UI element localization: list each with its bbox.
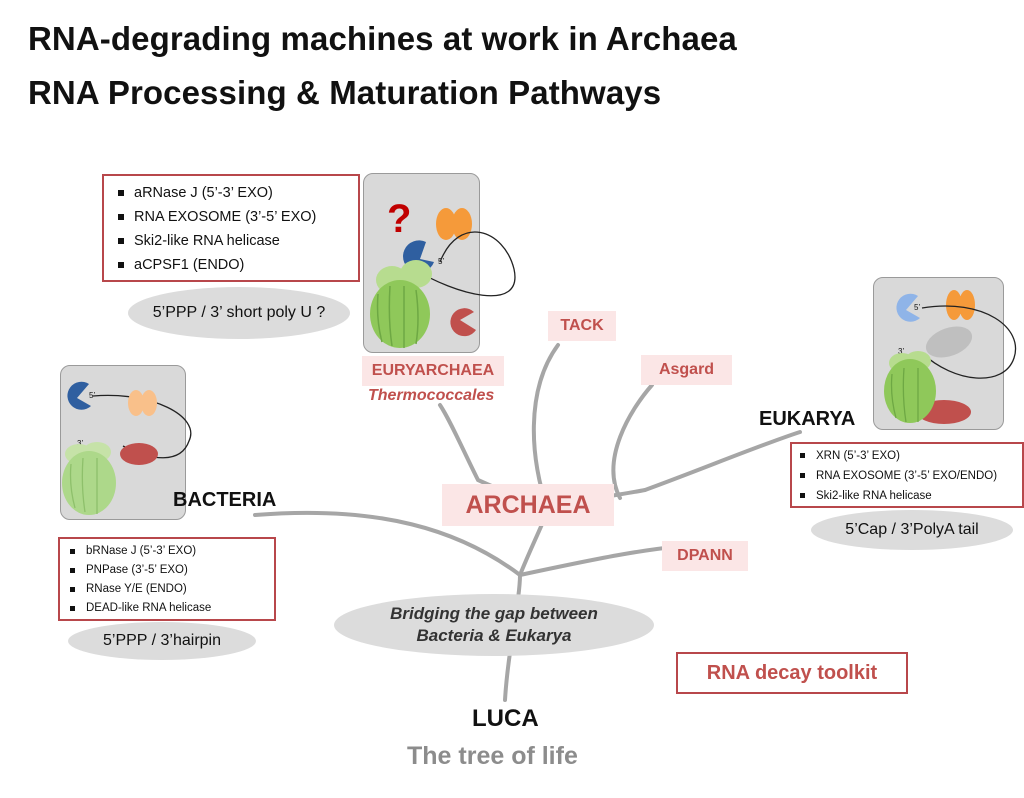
- euryarchaea-machine-panel: ? 5’ 3’: [363, 173, 516, 353]
- helicase-icon: [959, 290, 975, 320]
- xrn-icon: [896, 293, 920, 322]
- five-prime-label: 5’: [914, 303, 920, 312]
- eukarya-enzyme-list: XRN (5’-3’ EXO) RNA EXOSOME (3’-5’ EXO/E…: [790, 442, 1024, 508]
- helicase-icon: [141, 390, 157, 416]
- dpann-label: DPANN: [662, 541, 748, 571]
- eukarya-label: EUKARYA: [759, 408, 856, 430]
- bacteria-item: RNase Y/E (ENDO): [62, 580, 274, 599]
- bacteria-item: DEAD-like RNA helicase: [62, 599, 274, 618]
- three-prime-label: 3’: [77, 439, 83, 448]
- endonuclease-icon: [120, 443, 158, 465]
- asgard-label: Asgard: [641, 355, 732, 385]
- thermococcales-label: Thermococcales: [368, 387, 495, 404]
- exosome-barrel-icon: [370, 280, 430, 348]
- slide-title-line1: RNA-degrading machines at work in Archae…: [28, 20, 737, 57]
- eukarya-item: RNA EXOSOME (3’-5’ EXO/ENDO): [792, 466, 1022, 486]
- branch-asgard: [611, 383, 654, 500]
- eukarya-machine-panel: 5’ 3’: [873, 277, 1017, 430]
- eukarya-machine-illustration: 5’ 3’: [884, 290, 1017, 424]
- bacteria-item: PNPase (3’-5’ EXO): [62, 561, 274, 580]
- euryarchaea-rna-ends-oval: 5’PPP / 3’ short poly U ?: [128, 287, 350, 339]
- bridging-gap-oval: Bridging the gap between Bacteria & Euka…: [334, 594, 654, 656]
- cofactor-icon: [925, 326, 973, 358]
- rna-strand: [921, 305, 1017, 379]
- eukarya-item: XRN (5’-3’ EXO): [792, 446, 1022, 466]
- endonuclease-icon: [450, 308, 476, 337]
- eukarya-item: Ski2-like RNA helicase: [792, 486, 1022, 506]
- tack-label: TACK: [548, 311, 616, 341]
- bacteria-enzyme-list: bRNase J (5’-3’ EXO) PNPase (3’-5’ EXO) …: [58, 537, 276, 621]
- five-prime-label: 5’: [438, 257, 444, 266]
- helicase-icon: [452, 208, 472, 240]
- slide-title-line2: RNA Processing & Maturation Pathways: [28, 74, 662, 111]
- branch-bacteria: [253, 510, 522, 577]
- question-mark: ?: [387, 197, 411, 241]
- rnase-j-icon: [67, 381, 91, 410]
- euryarchaea-enzyme-list: aRNase J (5’-3’ EXO) RNA EXOSOME (3’-5’ …: [102, 174, 360, 282]
- exosome-cap-icon: [400, 260, 432, 288]
- bacteria-machine-panel: 5’ 3’: [60, 365, 192, 520]
- euryarchaea-machine-illustration: ? 5’ 3’: [370, 197, 516, 348]
- bacteria-rna-ends-oval: 5’PPP / 3’hairpin: [68, 622, 256, 660]
- euryarchaea-item: RNA EXOSOME (3’-5’ EXO): [110, 205, 358, 229]
- branch-trunk: [503, 508, 550, 702]
- euryarchaea-label: EURYARCHAEA: [362, 356, 504, 386]
- helicase-icon: [436, 208, 456, 240]
- luca-label: LUCA: [472, 705, 539, 732]
- tree-of-life-label: The tree of life: [407, 742, 578, 770]
- rna-decay-toolkit-box: RNA decay toolkit: [676, 652, 908, 694]
- eukarya-rna-ends-oval: 5’Cap / 3’PolyA tail: [811, 510, 1013, 550]
- exosome-barrel-icon: [884, 359, 936, 423]
- euryarchaea-item: aRNase J (5’-3’ EXO): [110, 181, 358, 205]
- euryarchaea-item: Ski2-like RNA helicase: [110, 229, 358, 253]
- bridging-gap-line1: Bridging the gap between: [390, 604, 598, 623]
- pnpase-barrel-icon: [62, 451, 116, 515]
- bacteria-machine-illustration: 5’ 3’: [62, 381, 192, 515]
- bacteria-label: BACTERIA: [173, 489, 277, 511]
- helicase-icon: [128, 390, 144, 416]
- archaea-label: ARCHAEA: [442, 484, 614, 526]
- euryarchaea-item: aCPSF1 (ENDO): [110, 253, 358, 277]
- helicase-icon: [946, 290, 962, 320]
- bridging-gap-line2: Bacteria & Eukarya: [416, 626, 572, 645]
- three-prime-label: 3’: [898, 347, 904, 356]
- five-prime-label: 5’: [89, 391, 95, 400]
- branch-eukarya: [643, 430, 802, 492]
- rna-strand: [413, 231, 516, 297]
- bacteria-item: bRNase J (5’-3’ EXO): [62, 542, 274, 561]
